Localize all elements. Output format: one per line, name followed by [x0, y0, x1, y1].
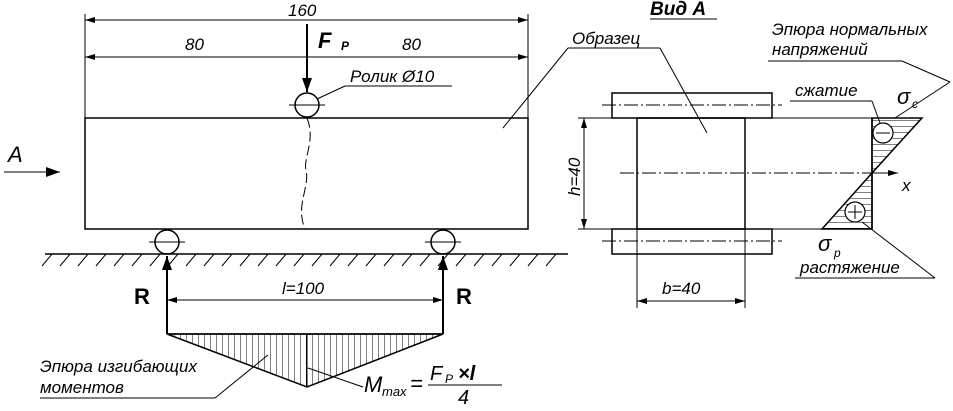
- ground-hatch-stroke: [113, 253, 125, 267]
- view-arrow-label: A: [6, 142, 23, 167]
- specimen-leader-left: [502, 47, 569, 129]
- moment-title-line2: моментов: [40, 378, 124, 397]
- ground-hatch-stroke: [527, 253, 539, 267]
- mmax-equals: =: [410, 371, 423, 396]
- mmax-num-sub: P: [445, 372, 453, 386]
- roller-leader: [316, 85, 346, 100]
- ground-hatching: [41, 253, 557, 267]
- ground-hatch-stroke: [149, 253, 161, 267]
- compression-leader: [871, 100, 881, 124]
- sigma-p-subscript: p: [833, 246, 841, 260]
- ground-hatch-stroke: [419, 253, 431, 267]
- ground-hatch-stroke: [365, 253, 377, 267]
- ground-hatch-stroke: [131, 253, 143, 267]
- dim-total-label: 160: [288, 1, 317, 20]
- ground-hatch-stroke: [383, 253, 395, 267]
- ground-hatch-stroke: [77, 253, 89, 267]
- sigma-c-symbol: σ: [897, 84, 911, 109]
- width-label: b=40: [662, 279, 701, 298]
- height-label: h=40: [565, 157, 584, 196]
- stress-title-leader: [894, 81, 951, 119]
- ground-hatch-stroke: [185, 253, 197, 267]
- ground-hatch-stroke: [293, 253, 305, 267]
- ground-hatch-stroke: [545, 253, 557, 267]
- ground-hatch-stroke: [455, 253, 467, 267]
- reaction-right-label: R: [456, 284, 472, 309]
- sigma-p-symbol: σ: [818, 231, 832, 256]
- tension-zone: [820, 171, 873, 230]
- roller-label: Ролик Ø10: [350, 67, 435, 86]
- mmax-subscript: max: [382, 384, 407, 399]
- moment-diagram: [166, 333, 444, 388]
- ground-hatch-stroke: [41, 253, 53, 267]
- ground-hatch-stroke: [221, 253, 233, 267]
- x-axis-label: x: [901, 176, 911, 195]
- beam: [84, 117, 529, 230]
- dim-left-label: 80: [185, 35, 204, 54]
- ground-hatch-stroke: [239, 253, 251, 267]
- force-label: F: [318, 28, 332, 53]
- ground-hatch-stroke: [311, 253, 323, 267]
- mmax-num-F: F: [430, 363, 444, 385]
- ground-hatch-stroke: [275, 253, 287, 267]
- stress-title-line1: Эпюра нормальных: [772, 20, 928, 39]
- tension-label: растяжение: [799, 258, 900, 277]
- stress-title-line2: напряжений: [772, 40, 868, 59]
- ground-hatch-stroke: [473, 253, 485, 267]
- stress-title-shelf-ext: [901, 60, 951, 83]
- ground-hatch-stroke: [59, 253, 71, 267]
- reaction-left-label: R: [134, 284, 150, 309]
- mmax-leader: [307, 367, 364, 388]
- tension-leader: [861, 221, 936, 279]
- ground-hatch-stroke: [257, 253, 269, 267]
- sigma-c-subscript: c: [912, 97, 918, 111]
- dim-right-label: 80: [402, 35, 421, 54]
- moment-title-line1: Эпюра изгибающих: [40, 357, 197, 376]
- ground-hatch-stroke: [491, 253, 503, 267]
- ground-hatch-stroke: [347, 253, 359, 267]
- ground-hatch-stroke: [329, 253, 341, 267]
- ground-hatch-stroke: [95, 253, 107, 267]
- specimen-leader-right: [659, 47, 708, 134]
- ground-hatch-stroke: [509, 253, 521, 267]
- ground-hatch-stroke: [203, 253, 215, 267]
- ground-hatch-stroke: [401, 253, 413, 267]
- break-line: [301, 117, 311, 230]
- moment-title-leader: [214, 354, 269, 399]
- mmax-num-rest: ×l: [458, 363, 476, 385]
- mmax-symbol: M: [364, 372, 383, 397]
- specimen-label: Образец: [572, 29, 640, 48]
- force-sub-label: P: [341, 39, 350, 53]
- view-title: Вид А: [650, 0, 706, 20]
- mmax-denominator: 4: [458, 387, 469, 406]
- compression-label: сжатие: [795, 81, 858, 100]
- ground-hatch-stroke: [167, 253, 179, 267]
- span-label: l=100: [282, 279, 325, 298]
